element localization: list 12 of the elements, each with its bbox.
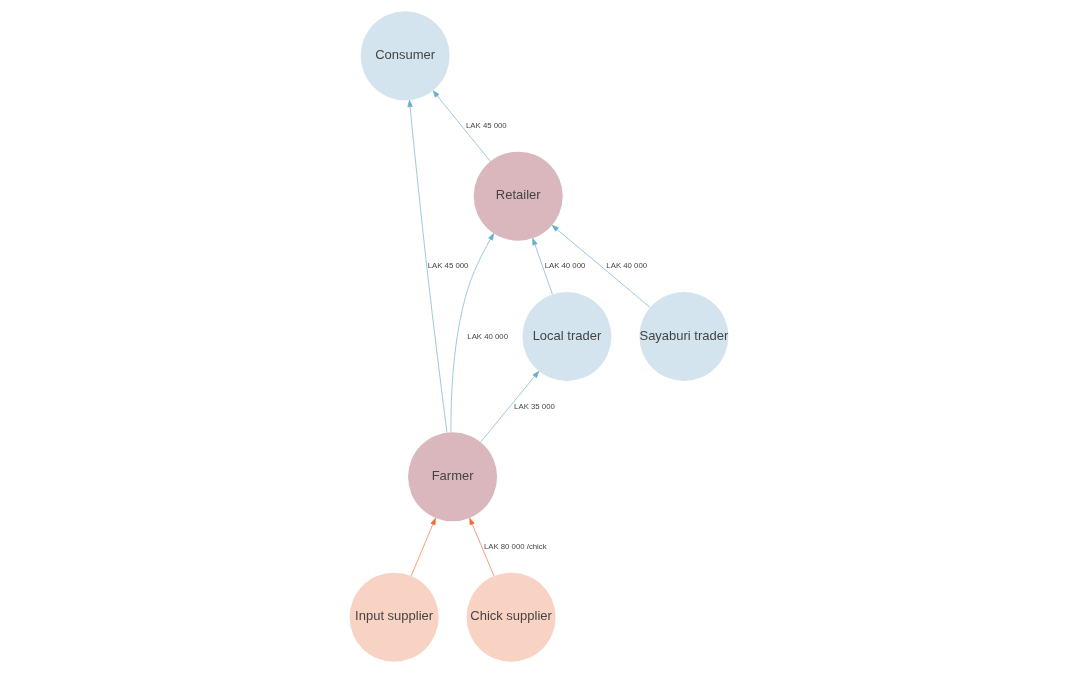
- arrow: [432, 90, 491, 162]
- arrow: [480, 370, 540, 443]
- arrow: [450, 233, 495, 433]
- arrow: [407, 99, 448, 433]
- node-circle: Farmer: [408, 432, 498, 522]
- arrow: [410, 517, 436, 577]
- node-circle: Sayaburi trader: [639, 292, 729, 381]
- node-circle: Input supplier: [349, 572, 439, 662]
- arrow: [551, 224, 651, 308]
- arrow: [532, 238, 553, 295]
- arrow: [469, 517, 495, 577]
- node-circle: Chick supplier: [466, 572, 556, 662]
